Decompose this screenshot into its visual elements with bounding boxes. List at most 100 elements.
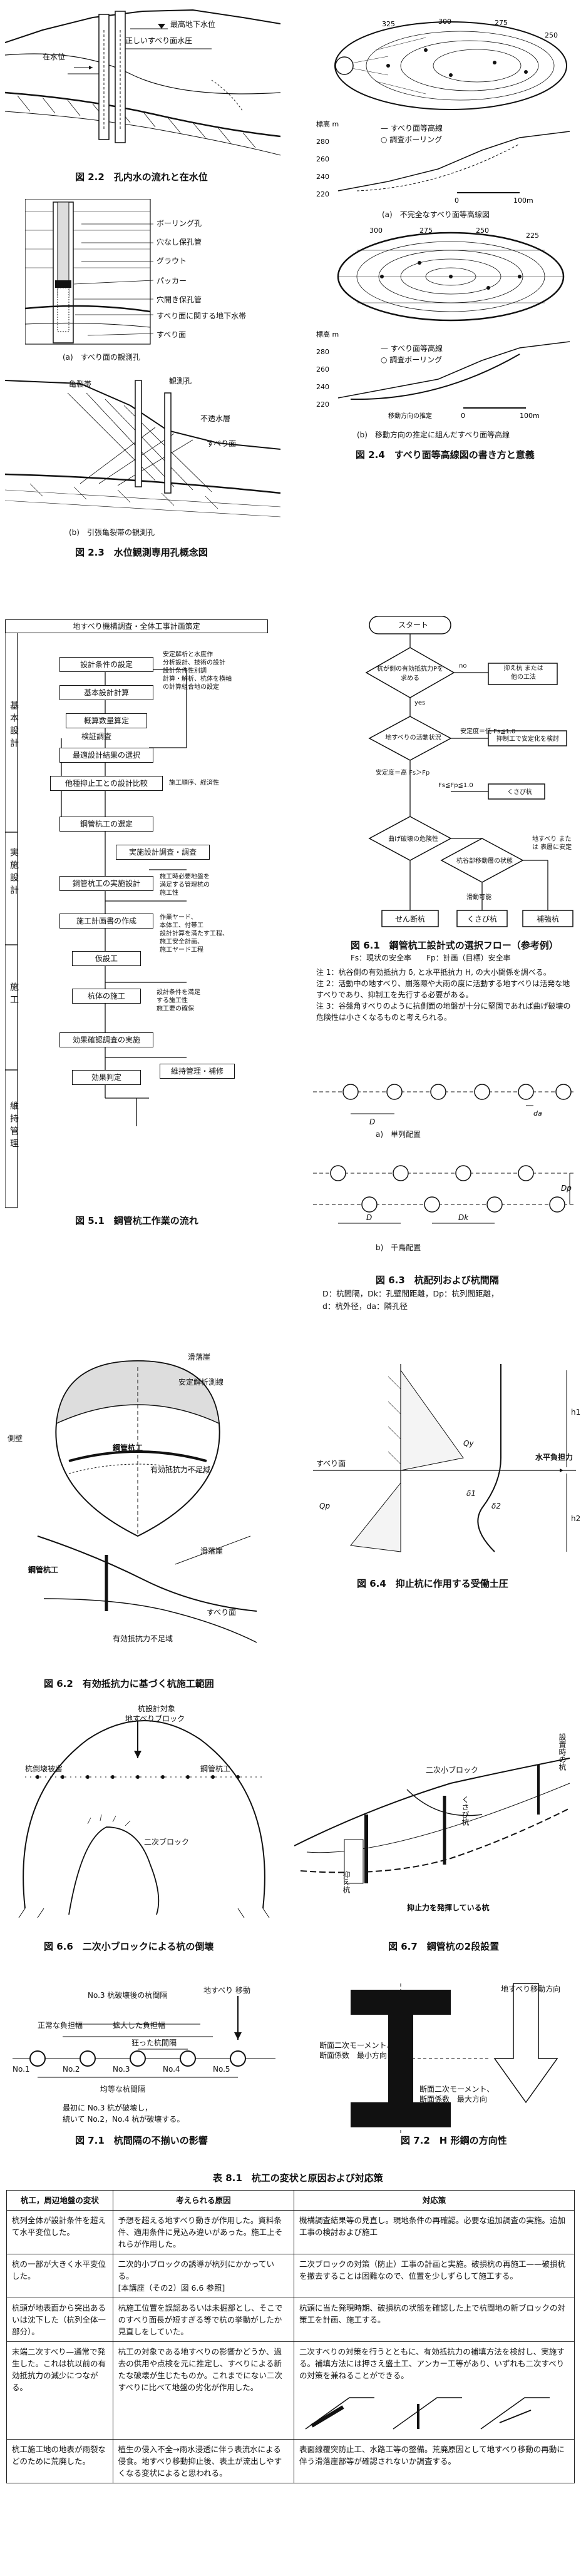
label-wt: 在水位 xyxy=(43,53,66,61)
fig66-label-second: 二次ブロック xyxy=(144,1838,190,1846)
fig24a-ytick-2: 260 xyxy=(316,155,329,163)
figure-7-2-caption: 図 7.2 H 形鋼の方向性 xyxy=(401,2135,507,2146)
table-header-cell: 考えられる原因 xyxy=(112,2190,295,2211)
fig67-label-top: 設置時の杭 xyxy=(558,1733,567,1771)
fig51-box-2: 基本設計計算 xyxy=(59,685,153,700)
fig51-phase-2: 実施設計 xyxy=(9,848,19,898)
fig62-label-scarp2: 滑落崖 xyxy=(200,1547,224,1555)
fig24b-note: 移動方向の推定 xyxy=(388,412,432,420)
fig51-note-4: 作業ヤード、 本体工、付帯工 設計計算を満たす工程、 施工安全計画、 施工ヤード… xyxy=(160,914,229,954)
fig71-label-wide: 拡大した負担幅 xyxy=(113,2021,166,2030)
fig51-check-label: 検証調査 xyxy=(81,732,112,741)
figure-2-4a-caption: (a) 不完全なすべり面等高線図 xyxy=(382,210,490,219)
fig51-note-2: 施工順序、経済性 xyxy=(169,780,219,787)
table-cell: 二次的小ブロックの誘導が杭列にかかっている。 [本講座（その2）図 6.6 参照… xyxy=(112,2254,295,2298)
fig24a-ytick-1: 280 xyxy=(316,138,329,146)
fig24b-scale-1: 100m xyxy=(520,412,540,420)
fig61-r6: 補強杭 xyxy=(536,915,559,924)
fig61-r2: 抑制工で安定化を検討 xyxy=(496,736,559,743)
label-true: 正しいすべり面水圧 xyxy=(125,36,193,45)
figure-6-3-diagram: D da D Dk Dp xyxy=(313,1084,576,1224)
fig63-sym-d2: D xyxy=(366,1213,372,1222)
fig51-box-12: 効果確認調査の実施 xyxy=(59,1032,153,1047)
fig61-cond2: 安定度＝高 Fs＞Fp xyxy=(376,770,430,776)
fig61-r5: くさび杭 xyxy=(466,915,497,924)
figure-2-3a-diagram xyxy=(25,199,154,345)
fig51-box-7: 実施設計調査・調査 xyxy=(116,845,210,860)
figure-6-2-diagram xyxy=(37,1360,257,1643)
figure-6-2-caption: 図 6.2 有効抵抗力に基づく杭施工範囲 xyxy=(44,1678,214,1689)
figure-5-1-caption: 図 5.1 鋼管杭工作業の流れ xyxy=(75,1215,198,1226)
table-8-1-title: 表 8.1 杭工の変状と原因および対応策 xyxy=(213,2172,383,2184)
fig71-pile-2: No.2 xyxy=(63,2065,80,2074)
table-cell: 二次ブロックの対策（防止）工事の計画と実施。破損杭の再施工——破損杭を撤去するこ… xyxy=(294,2254,575,2298)
figure-2-3-caption: 図 2.3 水位観測専用孔概念図 xyxy=(75,547,208,558)
fig61-side2: 滑動可能 xyxy=(466,894,491,901)
fig71-pile-4: No.4 xyxy=(163,2065,180,2074)
fig64-label-force: 水平負担力 xyxy=(535,1453,573,1462)
fig71-label-no3: No.3 杭破壊後の杭間隔 xyxy=(88,1991,168,2000)
figure-2-4a-plan: 325 300 275 250 xyxy=(334,18,567,110)
fig51-box-5: 他種抑止工との設計比較 xyxy=(50,776,163,791)
fig61-r3: くさび杭 xyxy=(507,789,532,796)
fig72-label-dir: 地すべり移動方向 xyxy=(501,1985,561,1993)
figure-2-3b-diagram xyxy=(5,380,280,517)
fig51-top-box: 地すべり機構調査・全体工事計画策定 xyxy=(5,619,268,633)
fig61-q3: 曲げ破壊の危険性 xyxy=(388,836,438,843)
table-sketch xyxy=(305,2397,550,2430)
fig51-box-13: 効果判定 xyxy=(72,1070,141,1085)
fig67-label-keep: 抑止力を発揮している杭 xyxy=(407,1903,490,1912)
fig62-label-slip: すべり面 xyxy=(207,1608,237,1617)
fig71-story-2: 続いて No.2，No.4 杭が破壊する。 xyxy=(63,2115,185,2124)
fig23a-label-4: パッカー xyxy=(157,277,187,285)
fig51-box-14: 維持管理・補修 xyxy=(160,1064,235,1079)
fig71-pile-3: No.3 xyxy=(113,2065,130,2074)
fig51-box-1: 設計条件の設定 xyxy=(59,657,153,672)
fig51-note-3: 施工時必要地盤を 満足する管理杭の 施工性 xyxy=(160,873,210,897)
fig23a-label-1: ボーリング孔 xyxy=(157,219,202,228)
label-gw: 最高地下水位 xyxy=(170,20,216,29)
fig61-q1: 杭が側の有効抵抗力Pを求める xyxy=(376,666,444,682)
fig24b-ytick-2: 260 xyxy=(316,365,329,374)
fig62-label-pile: 鋼管杭工 xyxy=(113,1443,143,1452)
fig24a-scale-0: 0 xyxy=(455,196,459,205)
fig23a-label-2: 穴なし保孔管 xyxy=(157,238,202,247)
table-cell: 表面線覆突防止工、水路工等の整備。荒廃原因として地すべり移動の再動に伴う滑落崖部… xyxy=(294,2439,575,2483)
fig24a-legend-contour: — すべり面等高線 xyxy=(381,124,443,133)
figure-2-4b-plan: 300 275 250 225 xyxy=(337,227,565,322)
fig51-phase-1: 基本設計 xyxy=(9,701,19,751)
fig64-label-h2: h2 xyxy=(571,1514,581,1523)
fig24b-contour-2: 275 xyxy=(419,227,433,235)
fig61-yes-1: yes xyxy=(414,700,426,706)
fig71-label-slide: 地すべり 移動 xyxy=(203,1986,250,1995)
table-cell: 杭施工位置を誤認あるいは未掘部とし、そこでのすべり面長が短すぎる等で杭の挙動がし… xyxy=(112,2298,295,2342)
figure-6-3-caption: 図 6.3 杭配列および杭間隔 xyxy=(376,1275,499,1286)
fig23a-label-5: 穴開き保孔管 xyxy=(157,295,202,304)
figure-2-4b-section: 標高 m 280 260 240 220 0 100m 移動方向の推定 xyxy=(316,330,570,420)
figure-6-1-sub: Fs：現状の安全率 Fp：計画（目標）安全率 xyxy=(351,954,511,962)
fig71-pile-5: No.5 xyxy=(213,2065,230,2074)
fig61-cond1: 安定度＝低 Fs≦1.0 xyxy=(460,728,516,735)
table-cell: 杭頭が地表面から突出あるいは沈下した（杭列全体一部分）。 xyxy=(6,2298,113,2342)
fig63-legend-2: d：杭外径，da：隣孔径 xyxy=(322,1301,408,1311)
fig24b-legend-contour: — すべり面等高線 xyxy=(381,344,443,353)
fig72-label-m1b: 断面係数 最小方向 xyxy=(319,2051,388,2060)
fig24b-contour-3: 250 xyxy=(476,227,489,235)
figure-6-6-caption: 図 6.6 二次小ブロックによる杭の倒壊 xyxy=(44,1941,214,1952)
figure-6-4-diagram xyxy=(313,1364,576,1552)
fig61-note-3: 注 3：谷盤角すべりのように抗側面の地盤が十分に堅固であれば曲げ破壊の危険性は小… xyxy=(316,1002,571,1022)
fig24a-contour-4: 250 xyxy=(545,31,558,39)
fig51-phase-4: 維持管理 xyxy=(9,1101,19,1151)
table-cell: 二次すべりの対策を行うとともに、有効抵抗力の補填方法を検討し、実施する。補填方法… xyxy=(294,2341,575,2440)
fig24b-contour-1: 300 xyxy=(369,227,383,235)
fig51-note-1: 安定解析と水度作 分析設計、技術の設計 設計条件性別調 計算・解析、杭体を横軸 … xyxy=(163,651,232,691)
fig66-label-t1: 杭設計対象 xyxy=(138,1704,176,1713)
fig66-label-pile: 鋼管杭工 xyxy=(200,1764,231,1773)
figure-7-1-diagram xyxy=(13,1996,275,2078)
fig51-box-3: 概算数量算定 xyxy=(66,713,147,728)
fig24b-ytick-4: 220 xyxy=(316,400,329,409)
figure-2-4a-section: 標高 m 280 260 240 220 0 100m xyxy=(316,120,570,205)
table-row: 杭列全体が設計条件を超えて水平変位した。 予想を超える地すべり動きが作用した。資… xyxy=(6,2210,575,2254)
fig64-label-slip: すべり面 xyxy=(316,1459,346,1468)
